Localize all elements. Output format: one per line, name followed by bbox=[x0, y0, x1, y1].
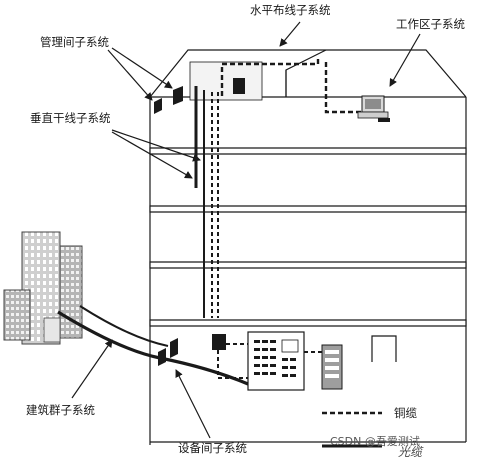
legend: 铜缆 光缆 bbox=[322, 406, 424, 459]
campus-cable bbox=[57, 310, 249, 386]
vertical-backbone bbox=[194, 86, 219, 318]
management-room-panel bbox=[189, 61, 263, 101]
legend-copper-label: 铜缆 bbox=[394, 406, 417, 420]
door bbox=[371, 335, 397, 362]
main-building bbox=[149, 49, 467, 445]
equipment-room bbox=[158, 331, 397, 391]
building-entrance bbox=[43, 317, 61, 343]
label-vertical-subsystem: 垂直干线子系统 bbox=[30, 111, 111, 125]
work-area-cable bbox=[324, 62, 362, 114]
legend-fiber-label: 光缆 bbox=[398, 445, 424, 459]
roof-outline bbox=[149, 49, 467, 98]
building-tower-left bbox=[3, 289, 31, 341]
management-patch-panel bbox=[233, 78, 245, 94]
campus-cable-2 bbox=[79, 305, 169, 347]
pointer-arrows bbox=[71, 21, 421, 439]
server-rack-icon bbox=[321, 344, 343, 390]
equipment-dashed-link-3 bbox=[217, 350, 248, 379]
campus-buildings bbox=[3, 231, 83, 345]
management-wall-units bbox=[154, 86, 183, 114]
equipment-patch-panel bbox=[212, 334, 226, 350]
label-work-area-subsystem: 工作区子系统 bbox=[396, 17, 465, 31]
floor-slabs bbox=[149, 147, 467, 327]
cabinet-slots bbox=[254, 339, 299, 377]
watermark: CSDN @吾爱测试 bbox=[330, 435, 420, 448]
equipment-wall-unit-2 bbox=[170, 338, 178, 358]
label-horizontal-subsystem: 水平布线子系统 bbox=[250, 3, 331, 17]
computer-icon bbox=[357, 95, 390, 122]
label-equipment-subsystem: 设备间子系统 bbox=[178, 441, 247, 455]
top-floor-partition bbox=[285, 49, 327, 97]
label-campus-subsystem: 建筑群子系统 bbox=[26, 403, 95, 417]
label-management-subsystem: 管理间子系统 bbox=[40, 35, 109, 49]
horizontal-cable bbox=[220, 58, 320, 96]
